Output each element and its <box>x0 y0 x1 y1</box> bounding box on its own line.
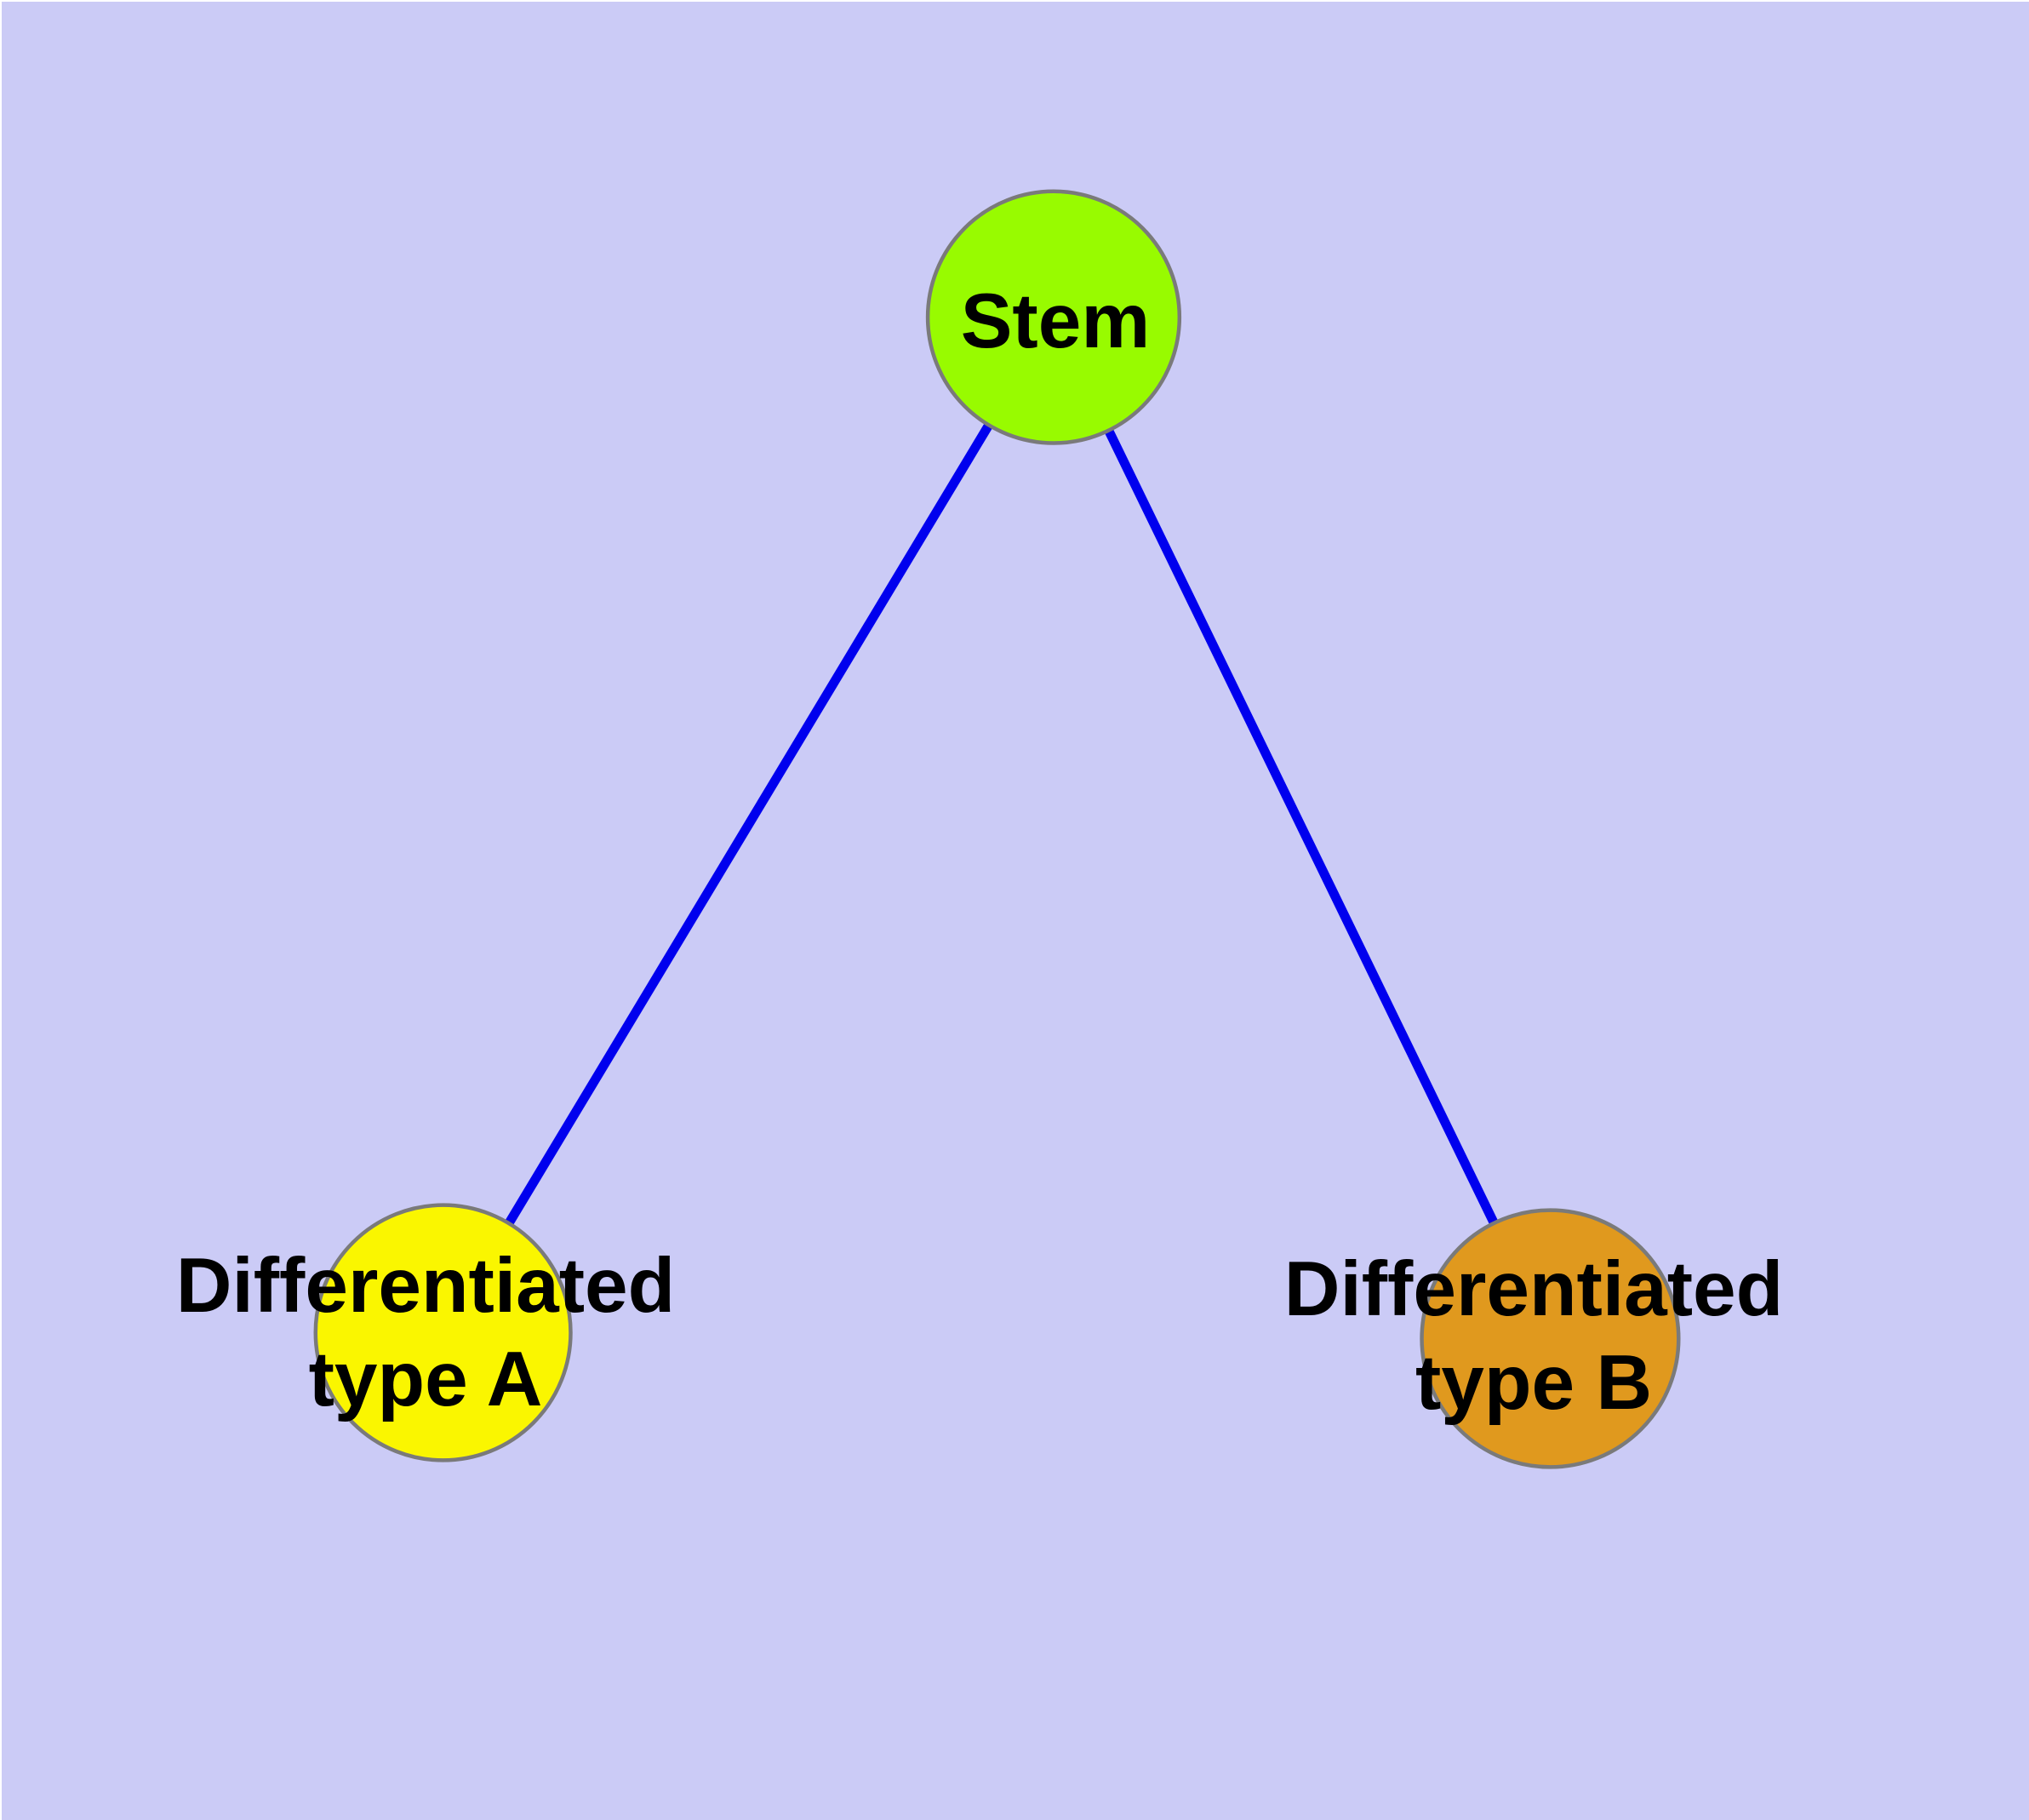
edge-stem-to-type-b <box>1049 315 1555 1341</box>
node-type-b-label-line1: Differentiated <box>1283 1246 1784 1332</box>
node-type-a-label: Differentiated type A <box>176 1239 676 1427</box>
node-type-a-label-line2: type A <box>308 1336 543 1422</box>
node-type-b-circle <box>1420 1208 1681 1469</box>
node-type-a-circle <box>313 1203 573 1462</box>
node-stem-label: Stem <box>960 278 1151 364</box>
node-type-a-label-line1: Differentiated <box>175 1243 676 1329</box>
node-type-b-label-line2: type B <box>1415 1340 1653 1426</box>
node-type-b-label: Differentiated type B <box>1284 1243 1784 1430</box>
edge-stem-to-type-a <box>438 314 1058 1336</box>
node-stem-circle <box>925 189 1182 445</box>
